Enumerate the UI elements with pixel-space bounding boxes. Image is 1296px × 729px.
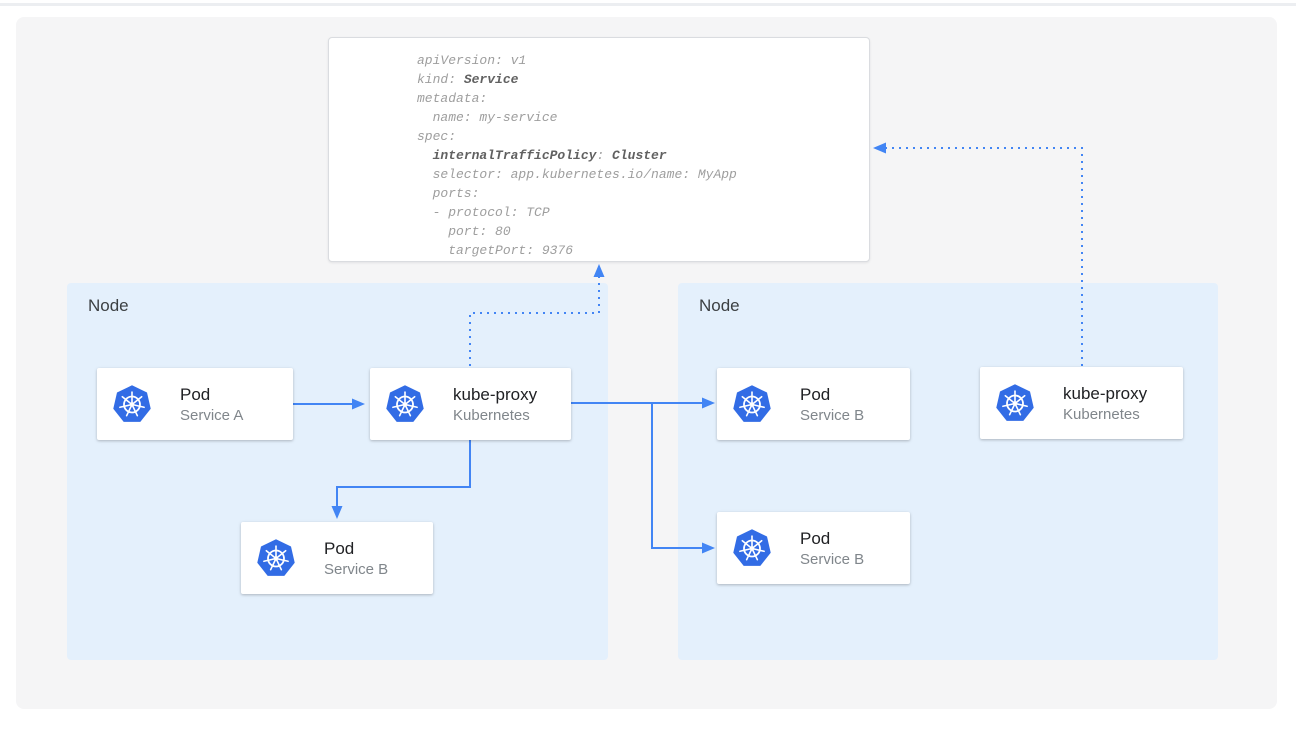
kubernetes-wheel-icon [386,384,424,422]
yaml-line: spec: [417,129,457,144]
yaml-code: apiVersion: v1 kind: Service metadata: nam… [417,51,869,260]
yaml-line: - protocol: TCP [417,205,550,220]
kube-proxy-right-card: kube-proxy Kubernetes [980,367,1183,439]
node-box-right: Node [678,283,1218,660]
pod-service-a-card: Pod Service A [97,368,293,440]
card-title: Pod [800,384,831,404]
card-title: kube-proxy [1063,383,1148,403]
service-yaml-panel: apiVersion: v1 kind: Service metadata: nam… [328,37,870,262]
kube-proxy-left-card: kube-proxy Kubernetes [370,368,571,440]
node-box-left: Node [67,283,608,660]
card-subtitle: Kubernetes [1063,405,1140,423]
card-subtitle: Service A [180,406,244,424]
kubernetes-wheel-icon [113,384,151,422]
yaml-line: port: 80 [417,224,511,239]
card-title: Pod [800,528,831,548]
top-divider-line [0,3,1296,6]
kubernetes-wheel-icon [733,528,771,566]
yaml-line: selector: app.kubernetes.io/name: MyApp [417,167,737,182]
node-label: Node [699,296,740,315]
card-subtitle: Service B [800,550,865,568]
card-subtitle: Service B [800,406,865,424]
card-title: Pod [324,538,355,558]
yaml-line: kind: Service [417,72,519,87]
pod-service-b-right-top-card: Pod Service B [717,368,910,440]
yaml-line: apiVersion: v1 [417,53,527,68]
kubernetes-wheel-icon [257,538,295,576]
card-title: Pod [180,384,211,404]
kubernetes-wheel-icon [996,383,1034,421]
node-label: Node [88,296,129,315]
yaml-line: name: my-service [417,110,558,125]
yaml-line: metadata: [417,91,488,106]
kubernetes-wheel-icon [733,384,771,422]
card-subtitle: Kubernetes [453,406,530,424]
yaml-line: targetPort: 9376 [417,243,574,258]
card-subtitle: Service B [324,560,389,578]
yaml-line: ports: [417,186,480,201]
pod-service-b-right-bottom-card: Pod Service B [717,512,910,584]
pod-service-b-left-card: Pod Service B [241,522,433,594]
card-title: kube-proxy [453,384,538,404]
yaml-line: internalTrafficPolicy: Cluster [432,148,667,163]
